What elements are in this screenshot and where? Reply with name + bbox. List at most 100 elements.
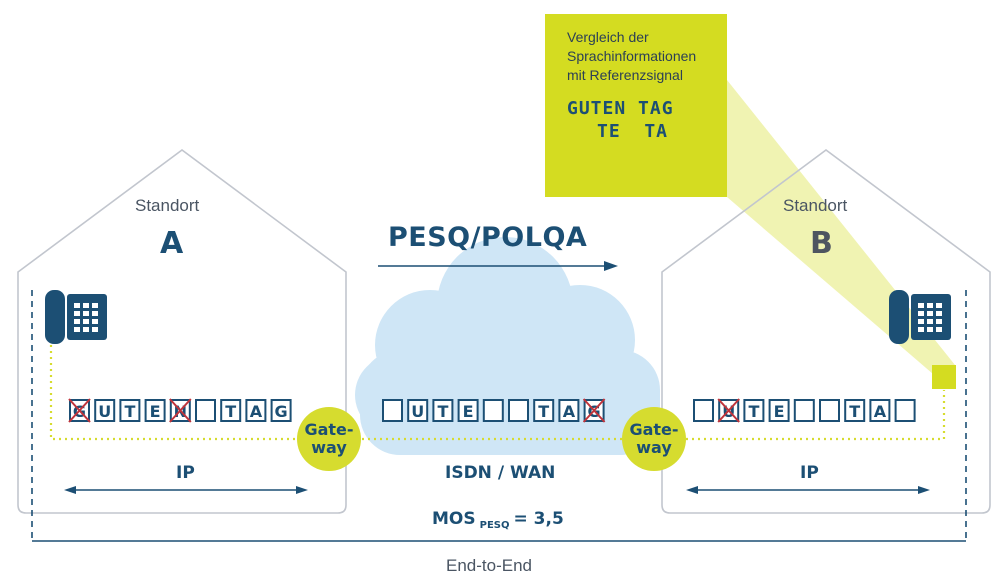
phone-key: [927, 311, 933, 316]
network-box: [457, 399, 479, 422]
phone-key: [74, 319, 80, 324]
gateway-right: Gate-way: [622, 407, 686, 471]
site-b-box: [869, 399, 891, 422]
site-a-letter: T: [225, 402, 236, 421]
phone-key: [83, 327, 89, 332]
network-box: [407, 399, 429, 422]
signal-path-right: [686, 390, 946, 441]
network-box: [533, 399, 555, 422]
network-letter: U: [411, 402, 424, 421]
diagram-title: PESQ/POLQA: [388, 222, 588, 253]
site-b-box: [743, 399, 765, 422]
site-b-box: [768, 399, 790, 422]
site-a-letter: E: [150, 402, 161, 421]
site-a-cross-icon: [68, 398, 91, 423]
callout-reference-line-2: TE TA: [597, 121, 669, 142]
site-a-box: [119, 399, 141, 422]
network-letter: A: [563, 402, 576, 421]
site-b-cross-icon: [717, 398, 740, 423]
phone-key: [83, 303, 89, 308]
site-a-label: Standort: [135, 196, 200, 215]
callout-line-3: mit Referenzsignal: [567, 67, 683, 83]
phone-key: [936, 327, 942, 332]
phone-key: [918, 303, 924, 308]
network-cross-icon: [582, 398, 606, 423]
site-a-box: [144, 399, 166, 422]
site-a-letter: T: [124, 402, 135, 421]
end-to-end-label: End-to-End: [446, 556, 532, 575]
site-a-cross-icon: [169, 398, 192, 423]
network-box: [482, 399, 504, 422]
house-a-outline: [17, 149, 347, 514]
house-b-outline: [661, 149, 991, 514]
phone-icon-b: [889, 290, 951, 344]
phone-key: [74, 303, 80, 308]
ip-arrow-left: [64, 486, 308, 494]
phone-key: [92, 311, 98, 316]
gateway-left: Gate-way: [297, 407, 361, 471]
phone-key: [927, 303, 933, 308]
site-b-letter: E: [774, 402, 785, 421]
site-a-box: [220, 399, 242, 422]
site-a-letter: A: [250, 402, 263, 421]
ip-arrow-right: [686, 486, 930, 494]
gateway-right-line-1: Gate-: [629, 420, 679, 439]
site-b-letter: T: [849, 402, 860, 421]
site-b-box: [693, 399, 714, 422]
site-b-letter: T: [748, 402, 759, 421]
mos-prefix: MOS: [432, 509, 476, 529]
network-box: [432, 399, 454, 422]
phone-key: [74, 311, 80, 316]
phone-key: [927, 327, 933, 332]
mos-sub: PESQ: [479, 520, 510, 531]
site-b-box: [844, 399, 866, 422]
phone-key: [74, 327, 80, 332]
phone-key: [936, 311, 942, 316]
site-a-letter: A: [160, 226, 184, 261]
callout-line-2: Sprachinformationen: [567, 48, 697, 64]
phone-key: [92, 303, 98, 308]
phone-key: [92, 327, 98, 332]
network-box: [382, 399, 403, 422]
network-box: [558, 399, 580, 422]
network-box: [508, 399, 529, 422]
cloud-icon: [355, 237, 660, 455]
pesq-arrow-head: [604, 261, 618, 271]
ip-label-right: IP: [800, 463, 819, 483]
phone-key: [92, 319, 98, 324]
network-label: ISDN / WAN: [445, 463, 556, 483]
gateway-right-line-2: way: [636, 438, 672, 457]
callout-line-1: Vergleich der: [567, 29, 649, 45]
site-b-box: [793, 399, 815, 422]
phone-key: [83, 319, 89, 324]
phone-key: [936, 303, 942, 308]
callout-reference-line-1: GUTEN TAG: [567, 98, 674, 119]
site-b-letter: A: [874, 402, 887, 421]
phone-key: [918, 327, 924, 332]
phone-key: [927, 319, 933, 324]
site-b-letter: B: [810, 226, 833, 261]
callout-text: Vergleich der Sprachinformationen mit Re…: [567, 28, 696, 85]
site-a-letter: G: [275, 402, 288, 421]
network-letter: T: [538, 402, 549, 421]
phone-key: [936, 319, 942, 324]
site-b-label: Standort: [783, 196, 848, 215]
site-a-letter: U: [98, 402, 111, 421]
phone-key: [83, 311, 89, 316]
gateway-left-line-2: way: [311, 438, 347, 457]
site-a-box: [245, 399, 267, 422]
ip-label-left: IP: [176, 463, 195, 483]
site-a-box: [270, 399, 292, 422]
site-b-box: [819, 399, 840, 422]
site-a-box: [94, 399, 116, 422]
signal-path-left: [49, 345, 330, 441]
gateway-left-line-1: Gate-: [304, 420, 354, 439]
network-letter: E: [463, 402, 474, 421]
measurement-probe: [932, 365, 956, 389]
